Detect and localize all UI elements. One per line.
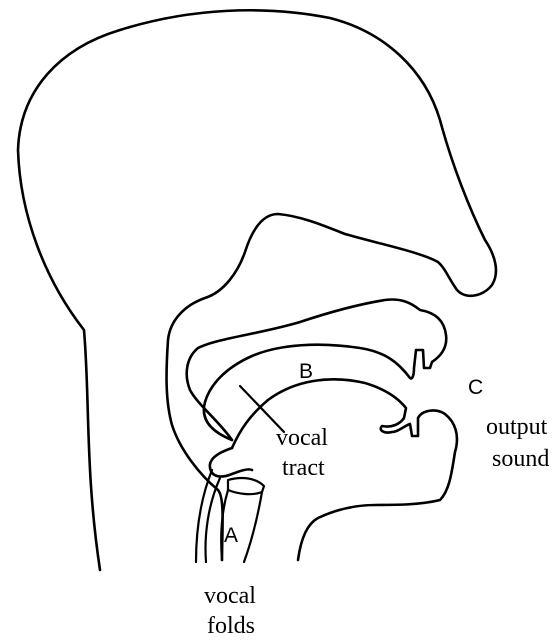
vocal-folds-shape: [228, 478, 264, 494]
trachea-right: [244, 492, 262, 562]
label-a: A: [224, 524, 238, 547]
label-c: C: [468, 376, 483, 399]
label-b: B: [299, 360, 313, 383]
vocal-tract-label-line1: vocal: [276, 425, 328, 451]
palate-and-upper-lip: [187, 299, 447, 440]
tongue-and-jaw: [232, 379, 457, 560]
head-outline: [18, 10, 496, 570]
output-sound-label-line2: sound: [492, 446, 549, 472]
epiglottis: [210, 448, 252, 476]
vocal-folds-label-line1: vocal: [204, 583, 256, 609]
output-sound-label-line1: output: [486, 414, 548, 440]
vocal-folds-label-line2: folds: [207, 613, 255, 639]
vocal-tract-label-line2: tract: [282, 455, 325, 481]
